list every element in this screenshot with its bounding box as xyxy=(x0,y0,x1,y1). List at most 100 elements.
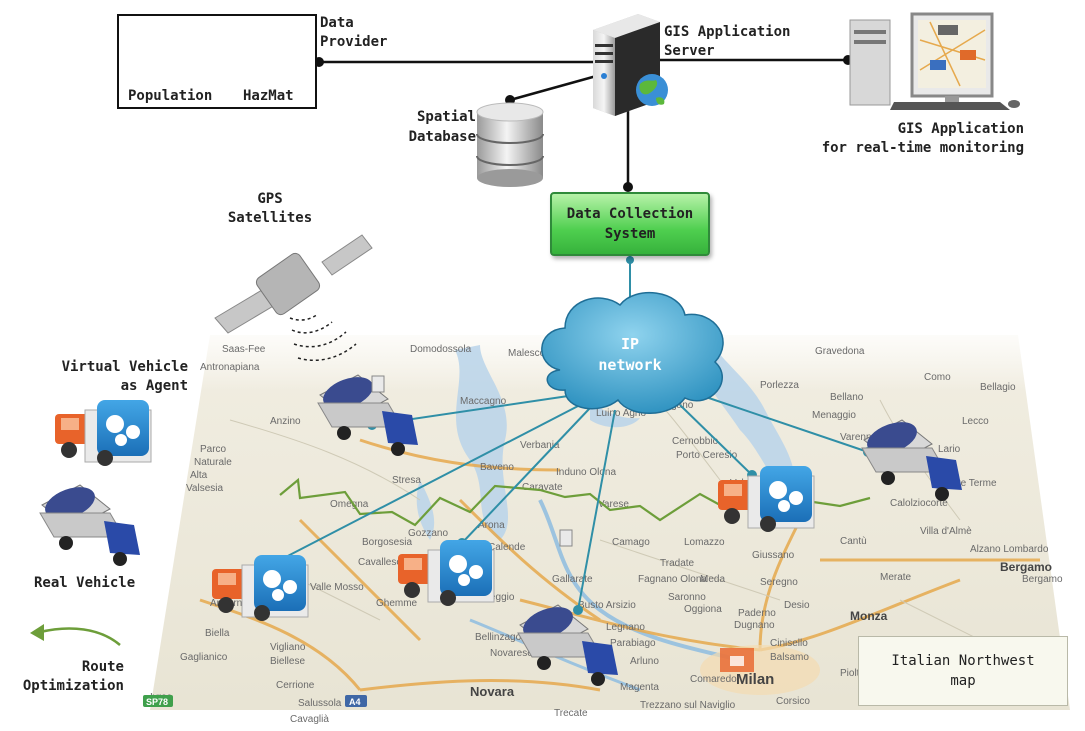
svg-text:Valsesia: Valsesia xyxy=(186,483,223,494)
svg-text:Saas-Fee: Saas-Fee xyxy=(222,344,266,355)
svg-text:Alzano Lombardo: Alzano Lombardo xyxy=(970,544,1049,555)
svg-text:Gravedona: Gravedona xyxy=(815,346,865,357)
svg-text:Gaglianico: Gaglianico xyxy=(180,652,228,663)
svg-text:Pioltello: Pioltello xyxy=(840,668,875,679)
gps-label-line1: GPS xyxy=(257,191,283,207)
data-provider-title-line1: Data xyxy=(320,15,354,31)
svg-text:Cavallesesia: Cavallesesia xyxy=(358,557,415,568)
svg-text:A4: A4 xyxy=(349,697,361,707)
svg-text:Saronno: Saronno xyxy=(668,592,706,603)
gis-server-label-line2: Server xyxy=(664,43,715,59)
svg-text:Maccagno: Maccagno xyxy=(460,396,507,407)
route-optimization-label-line1: Route xyxy=(81,659,124,675)
svg-text:Trezzano sul Naviglio: Trezzano sul Naviglio xyxy=(640,700,736,711)
gis-app-label-line2: for real-time monitoring xyxy=(821,140,1024,156)
virtual-vehicle-3 xyxy=(718,466,815,532)
svg-text:Oleggio: Oleggio xyxy=(480,592,515,603)
svg-text:Baveno: Baveno xyxy=(480,462,514,473)
svg-text:Verbania: Verbania xyxy=(520,440,560,451)
route-optimization-arrow-icon xyxy=(30,624,121,646)
data-collection-system-box xyxy=(550,192,710,256)
svg-text:Como: Como xyxy=(924,372,951,383)
svg-text:Biella: Biella xyxy=(205,628,230,639)
svg-text:Milan: Milan xyxy=(736,671,774,688)
svg-text:Desio: Desio xyxy=(784,600,810,611)
svg-text:Stresa: Stresa xyxy=(392,475,421,486)
svg-text:Cantù: Cantù xyxy=(840,536,867,547)
real-vehicle-legend-icon xyxy=(39,484,140,566)
svg-text:Bergamo: Bergamo xyxy=(1000,560,1052,574)
svg-text:Bellano: Bellano xyxy=(830,392,864,403)
map-caption-line2: map xyxy=(950,673,976,689)
svg-text:Meda: Meda xyxy=(700,574,725,585)
svg-text:Naturale: Naturale xyxy=(194,457,232,468)
map-labels: Saas-Fee Domodossola Malesco Maccagno Lu… xyxy=(150,344,1063,725)
svg-text:Tradate: Tradate xyxy=(660,558,695,569)
svg-text:Arluno: Arluno xyxy=(630,656,659,667)
road-shield-a4: A4 xyxy=(345,695,367,707)
svg-text:Monza: Monza xyxy=(850,609,888,623)
svg-text:Porlezza: Porlezza xyxy=(760,380,799,391)
svg-text:Calolziocorte: Calolziocorte xyxy=(890,498,948,509)
svg-text:Bellagio: Bellagio xyxy=(980,382,1016,393)
svg-text:Novarese: Novarese xyxy=(490,648,533,659)
real-vehicle-3 xyxy=(517,604,618,686)
svg-text:Omegna: Omegna xyxy=(330,499,369,510)
svg-text:Salussola: Salussola xyxy=(298,698,342,709)
svg-text:Lecco: Lecco xyxy=(962,416,989,427)
map-caption-line1: Italian Northwest xyxy=(891,653,1035,669)
svg-text:Magenta: Magenta xyxy=(620,682,659,693)
gis-app-label-line1: GIS Application xyxy=(897,121,1024,137)
svg-text:Giussano: Giussano xyxy=(752,550,795,561)
svg-text:Borgosesia: Borgosesia xyxy=(362,537,412,548)
svg-text:Gozzano: Gozzano xyxy=(408,528,448,539)
svg-text:Induno Olona: Induno Olona xyxy=(556,467,616,478)
svg-text:Dugnano: Dugnano xyxy=(734,620,775,631)
svg-text:Cavaglià: Cavaglià xyxy=(290,714,329,725)
real-vehicle-legend-label: Real Vehicle xyxy=(34,575,136,591)
svg-text:Parco: Parco xyxy=(200,444,227,455)
svg-text:Cernobbio: Cernobbio xyxy=(672,436,719,447)
map xyxy=(150,335,1070,710)
svg-text:Trecate: Trecate xyxy=(554,708,588,719)
svg-text:Calende: Calende xyxy=(488,542,526,553)
data-collection-label-line1: Data Collection xyxy=(566,206,694,222)
svg-text:Seregno: Seregno xyxy=(760,577,798,588)
svg-text:Villa d'Almè: Villa d'Almè xyxy=(920,526,972,537)
svg-text:Novara: Novara xyxy=(470,684,515,699)
svg-text:Merate: Merate xyxy=(880,572,912,583)
svg-text:Antronapiana: Antronapiana xyxy=(200,362,260,373)
virtual-vehicle-legend-line2: as Agent xyxy=(120,378,188,394)
fuel-pump-icon xyxy=(371,375,573,547)
depot-icon xyxy=(720,648,754,672)
workstation-icon xyxy=(849,12,1020,110)
svg-text:Lomazzo: Lomazzo xyxy=(684,537,725,548)
svg-text:Vigliano: Vigliano xyxy=(270,642,306,653)
svg-text:Anzino: Anzino xyxy=(270,416,301,427)
map-caption-box xyxy=(858,636,1068,706)
virtual-vehicle-1 xyxy=(212,555,309,621)
svg-text:Legnano: Legnano xyxy=(606,622,645,633)
svg-text:Varese: Varese xyxy=(598,499,629,510)
svg-text:Ponte Terme: Ponte Terme xyxy=(940,478,997,489)
hazmat-label: HazMat xyxy=(243,88,294,104)
svg-text:Cinisello: Cinisello xyxy=(770,638,808,649)
database-icon xyxy=(476,102,544,187)
svg-text:Biellese: Biellese xyxy=(270,656,305,667)
svg-text:Varenna: Varenna xyxy=(840,432,878,443)
real-vehicle-1 xyxy=(317,374,418,456)
virtual-vehicle-2 xyxy=(398,540,495,606)
ip-network-label-line2: network xyxy=(598,356,662,374)
road-shield-sp78: SP78 xyxy=(143,695,173,707)
svg-text:Domodossola: Domodossola xyxy=(410,344,472,355)
svg-text:Corsico: Corsico xyxy=(776,696,810,707)
real-vehicle-2 xyxy=(861,419,962,501)
svg-text:Parabiago: Parabiago xyxy=(610,638,656,649)
gis-server-label-line1: GIS Application xyxy=(664,24,791,40)
svg-text:Malesco: Malesco xyxy=(508,348,546,359)
cloud-icon xyxy=(541,291,724,414)
svg-text:Lario: Lario xyxy=(938,444,961,455)
svg-text:Alta: Alta xyxy=(190,470,208,481)
population-label: Population xyxy=(128,88,213,104)
